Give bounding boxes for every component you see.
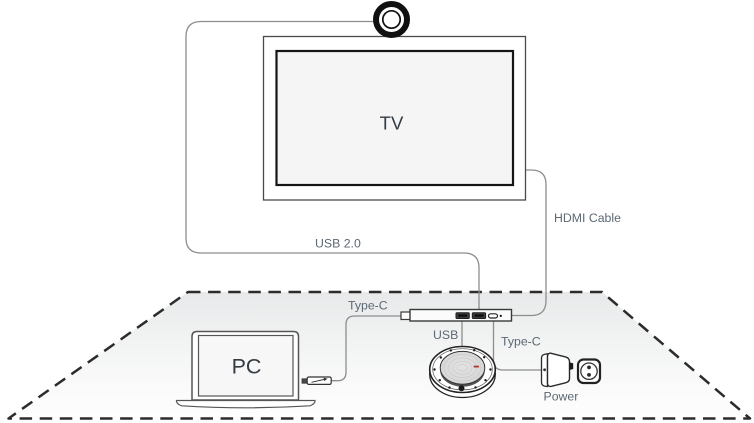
speakerphone	[428, 345, 497, 399]
laptop-screen	[197, 334, 294, 397]
camera-icon	[373, 1, 410, 38]
usb2-cable	[185, 20, 480, 312]
power-adapter	[540, 352, 574, 388]
grille-mesh	[443, 354, 482, 382]
laptop-base	[175, 399, 316, 409]
adapter-front	[546, 352, 571, 388]
pc-label: PC	[232, 355, 262, 379]
usb-speaker-label: USB	[433, 328, 458, 342]
typec-laptop-cable	[331, 315, 401, 382]
typec-hub-label: Type-C	[348, 299, 388, 313]
power-label: Power	[544, 390, 579, 404]
usb-hub	[400, 308, 513, 322]
tv-label: TV	[380, 113, 404, 134]
hub-usb-port-1	[455, 312, 470, 320]
wall-outlet-icon	[576, 358, 602, 385]
hdmi-cable	[511, 169, 547, 317]
hub-left-connector	[400, 311, 412, 321]
hub-usb-port-2	[471, 312, 487, 320]
tv-screen	[275, 49, 515, 187]
tv: TV	[262, 35, 527, 201]
adapter-prong	[569, 362, 574, 370]
hub-led	[499, 314, 502, 317]
speakerphone-buttons	[433, 349, 492, 392]
speakerphone-grille	[439, 350, 486, 385]
hdmi-label: HDMI Cable	[554, 211, 621, 225]
speakerphone-logo	[473, 365, 480, 368]
laptop: PC	[175, 330, 316, 409]
usb-plug-icon	[301, 376, 332, 386]
adapter-inlet	[543, 368, 546, 372]
typec-power-label: Type-C	[501, 335, 541, 349]
usb2-label: USB 2.0	[315, 237, 361, 251]
hub-typec-port	[487, 313, 499, 319]
